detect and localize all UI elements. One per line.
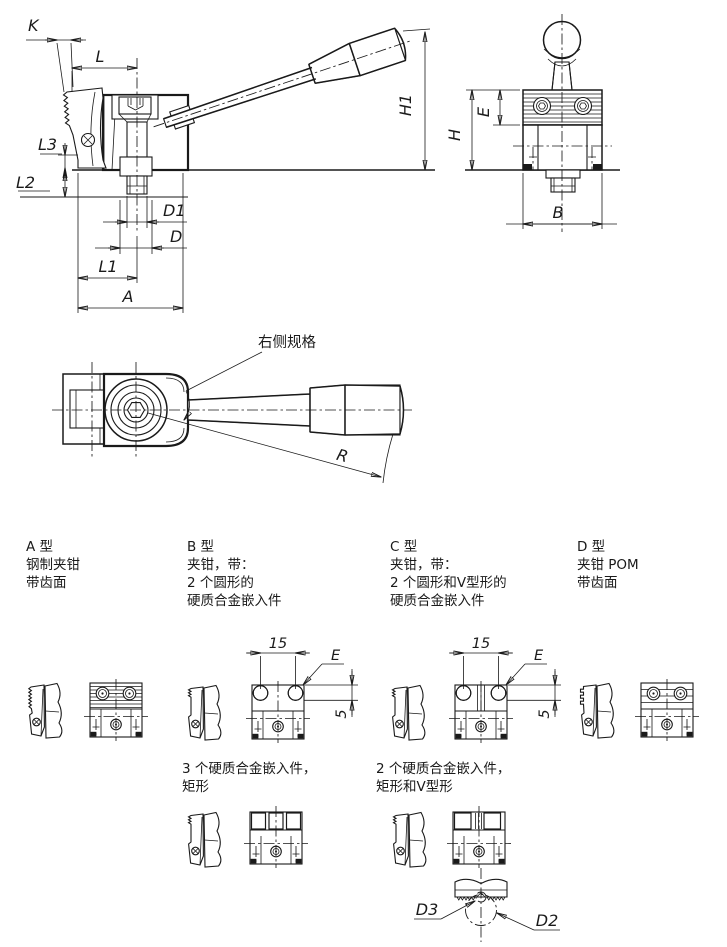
dim-label-l3: L3 (38, 135, 57, 154)
dim-label-d: D (170, 227, 182, 246)
variant-c2-line2: 矩形和V型形 (376, 779, 453, 795)
type-b-side-thumb (187, 684, 222, 741)
type-b-section: B 型 夹钳，带： 2 个圆形的 硬质合金嵌入件 15 E 5 (187, 539, 358, 743)
front-view-dimensions: E H B (445, 90, 617, 229)
type-c-line1: 夹钳，带： (390, 557, 458, 573)
type-d-section: D 型 夹钳 POM 带齿面 (577, 539, 700, 741)
clamp-screw-right-icon (573, 96, 593, 116)
front-view: E H B (445, 14, 620, 232)
dim-label-d1: D1 (163, 201, 186, 220)
stud-collar (545, 169, 581, 179)
type-d-line1: 夹钳 POM (577, 557, 639, 573)
side-view-dimensions: K L L3 L2 D1 D L1 A H1 (16, 16, 431, 313)
type-a-line2: 带齿面 (26, 575, 67, 591)
variant-c2-front-thumb (446, 806, 512, 868)
dim-label-a: A (122, 287, 134, 306)
type-a-side-thumb (28, 682, 63, 739)
hex-socket-top-icon (126, 402, 146, 418)
dim-label-k: K (28, 16, 40, 35)
type-c-section: C 型 夹钳，带： 2 个圆形和V型形的 硬质合金嵌入件 15 E 5 (390, 539, 561, 743)
dim-label-h: H (445, 129, 464, 141)
type-d-side-thumb (579, 682, 615, 739)
type-b-line3: 硬质合金嵌入件 (187, 593, 282, 609)
type-a-line1: 钢制夹钳 (26, 557, 80, 573)
variant-b2-line1: 3 个硬质合金嵌入件， (182, 761, 316, 777)
type-c-front-thumb (448, 681, 514, 743)
dim-label-e-b: E (331, 648, 341, 664)
dim-label-l1: L1 (98, 257, 117, 276)
type-d-line2: 带齿面 (577, 575, 618, 591)
handle-axis-centerline (153, 40, 412, 128)
t-nut-block (119, 156, 153, 177)
dim-label-d3: D3 (416, 900, 439, 919)
variant-c2-line1: 2 个硬质合金嵌入件， (376, 761, 510, 777)
dim-label-r: R (335, 445, 351, 466)
washer-seat (118, 113, 152, 123)
type-c-detail-dims: 15 E 5 (449, 636, 561, 719)
serration-lines (523, 93, 602, 123)
variant-b2-front-thumb (243, 806, 309, 868)
type-b-front-thumb (245, 681, 311, 743)
variant-b2-line2: 矩形 (182, 779, 209, 795)
radius-line (147, 412, 381, 477)
type-b-line1: 夹钳，带： (187, 557, 255, 573)
dim-label-l: L (96, 47, 105, 66)
handle-neck (551, 61, 573, 91)
dim-label-e-c: E (534, 648, 544, 664)
socket-head-screw (118, 96, 152, 115)
variant-c2-section: 2 个硬质合金嵌入件， 矩形和V型形 (376, 761, 512, 868)
type-b-title: B 型 (187, 539, 214, 555)
type-c-line2: 2 个圆形和V型形的 (390, 575, 507, 591)
type-a-front-thumb (83, 679, 149, 741)
dim-label-5-b: 5 (334, 709, 350, 718)
v-profile-detail: D3 D2 (414, 868, 560, 942)
dim-label-b: B (553, 203, 564, 222)
small-workpiece-circle (475, 891, 487, 903)
type-a-section: A 型 钢制夹钳 带齿面 (26, 539, 149, 741)
variant-b2-section: 3 个硬质合金嵌入件， 矩形 (182, 761, 316, 868)
dim-label-l2: L2 (16, 173, 35, 192)
dim-label-h1: H1 (396, 94, 415, 116)
variant-b2-side-thumb (187, 811, 222, 868)
callout-right-version: 右侧规格 (258, 334, 316, 351)
clamp-screw-left-icon (532, 96, 552, 116)
type-d-title: D 型 (577, 539, 605, 555)
type-a-title: A 型 (26, 539, 53, 555)
front-body-lower (522, 124, 603, 171)
dim-label-15-c: 15 (472, 636, 490, 652)
clamp-handle-side (153, 27, 412, 130)
type-c-title: C 型 (390, 539, 417, 555)
dim-label-15-b: 15 (269, 636, 287, 652)
foot-right (593, 164, 602, 170)
type-c-line3: 硬质合金嵌入件 (390, 593, 485, 609)
dim-label-5-c: 5 (537, 709, 553, 718)
variant-c2-side-thumb (392, 811, 427, 868)
type-c-side-thumb (391, 684, 426, 741)
hex-socket-icon (127, 98, 144, 111)
serrated-jaw (62, 87, 107, 169)
foot-left (523, 164, 532, 170)
large-workpiece-circle (465, 894, 497, 926)
top-view: 右侧规格 R (52, 334, 412, 484)
callout-leader (185, 351, 263, 392)
type-b-detail-dims: 15 E 5 (246, 636, 358, 719)
swing-arc (382, 433, 394, 484)
front-stud (550, 177, 576, 193)
side-section-view: K L L3 L2 D1 D L1 A H1 (16, 16, 435, 313)
type-d-front-thumb (634, 679, 700, 741)
dim-label-d2: D2 (536, 911, 559, 930)
type-b-line2: 2 个圆形的 (187, 575, 254, 591)
dim-label-e: E (474, 106, 493, 117)
